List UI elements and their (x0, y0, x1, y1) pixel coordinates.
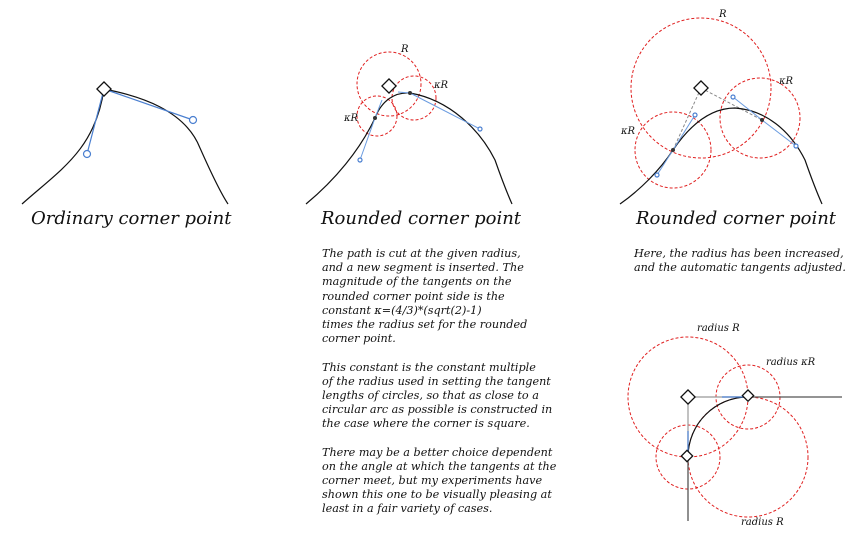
increased-circle-kr-left (634, 111, 712, 189)
rounded-tangent-left-inner (374, 99, 383, 119)
increased-guide-left (672, 87, 702, 151)
increased-explanation: Here, the radius has been increased, and… (634, 247, 846, 275)
caption-increased: Rounded corner point (636, 208, 837, 229)
para-line: This constant is the constant multiple (322, 360, 536, 374)
increased-tangent-right-inner (732, 96, 763, 121)
ordinary-handle-right[interactable] (188, 115, 198, 125)
square-rounded-arc (687, 396, 749, 458)
increased-guide-right (700, 87, 763, 121)
increased-tangent-right (761, 119, 797, 147)
para-line: shown this one to be visually pleasing a… (322, 488, 552, 502)
para-line: corner meet, but my experiments have (322, 474, 543, 487)
increased-tangent-left-inner (672, 114, 696, 151)
ordinary-handle-left[interactable] (82, 149, 92, 159)
para-line: lengths of circles, so that as close to … (322, 388, 539, 402)
increased-label-kr-left: κR (620, 126, 636, 137)
increased-circle-r (630, 17, 772, 159)
increased-corner-figure: R κR κR (619, 9, 823, 205)
para-line: least in a fair variety of cases. (322, 502, 493, 516)
increased-tangent-left (656, 149, 674, 176)
increased-circle-kr-right (719, 77, 801, 159)
rounded-label-kr-left: κR (343, 113, 359, 124)
square-label-radius-r-bottom: radius R (741, 517, 784, 528)
rounded-circle-kr-right (391, 75, 437, 121)
para-line: of the radius used in setting the tangen… (322, 374, 551, 388)
rounded-tangent-right (409, 92, 481, 130)
square-corner-figure: radius R radius κR radius R (627, 323, 842, 528)
increased-handle-left-inner[interactable] (692, 112, 698, 118)
rounded-handle-right[interactable] (477, 126, 483, 132)
ordinary-tangent-left (86, 88, 105, 155)
para-line: magnitude of the tangents on the (322, 275, 512, 289)
para-line: Here, the radius has been increased, (634, 247, 844, 260)
ordinary-corner-figure (21, 81, 229, 205)
rounded-circle-kr-left (356, 95, 398, 137)
para-line: the case where the corner is square. (322, 417, 530, 431)
para-line: constant κ=(4/3)*(sqrt(2)-1) (322, 303, 482, 317)
increased-label-kr-right: κR (778, 76, 794, 87)
para-line: rounded corner point side is the (322, 289, 505, 303)
increased-path (619, 107, 823, 205)
rounded-label-r: R (400, 44, 409, 55)
rounded-label-kr-right: κR (433, 80, 449, 91)
para-line: There may be a better choice dependent (322, 445, 553, 459)
para-line: and the automatic tangents adjusted. (634, 261, 846, 275)
caption-ordinary: Ordinary corner point (31, 208, 232, 229)
rounded-path (305, 92, 513, 205)
caption-rounded: Rounded corner point (321, 208, 522, 229)
rounded-cut-point-left[interactable] (373, 116, 377, 120)
para-line: times the radius set for the rounded (322, 317, 528, 331)
rounded-cut-point-right[interactable] (408, 91, 412, 95)
para-line: corner point. (322, 332, 396, 346)
para-line: The path is cut at the given radius, (322, 247, 521, 260)
square-label-radius-kr: radius κR (766, 357, 816, 368)
increased-handle-right-inner[interactable] (730, 94, 736, 100)
rounded-explanation: The path is cut at the given radius, and… (322, 247, 556, 517)
rounded-handle-left[interactable] (357, 157, 363, 163)
ordinary-corner-node[interactable] (96, 81, 112, 97)
square-label-radius-r-top: radius R (697, 323, 740, 334)
square-node-left[interactable] (680, 449, 694, 463)
ordinary-tangent-right (103, 88, 194, 121)
rounded-tangent-right-inner (397, 91, 411, 94)
square-corner-node[interactable] (680, 389, 696, 405)
rounded-corner-node[interactable] (381, 78, 397, 94)
increased-handle-left[interactable] (654, 172, 660, 178)
square-node-top[interactable] (741, 389, 755, 403)
rounded-tangent-left (359, 117, 376, 161)
increased-handle-right[interactable] (793, 143, 799, 149)
rounded-corner-figure: R κR κR (305, 44, 513, 205)
increased-cut-point-right[interactable] (760, 118, 764, 122)
para-line: on the angle at which the tangents at th… (322, 459, 557, 473)
increased-label-r: R (718, 9, 727, 20)
increased-corner-node[interactable] (693, 80, 709, 96)
ordinary-path (21, 88, 229, 205)
para-line: and a new segment is inserted. The (322, 261, 524, 275)
increased-cut-point-left[interactable] (671, 148, 675, 152)
para-line: circular arc as possible is constructed … (322, 403, 553, 417)
rounded-circle-r (356, 51, 422, 117)
